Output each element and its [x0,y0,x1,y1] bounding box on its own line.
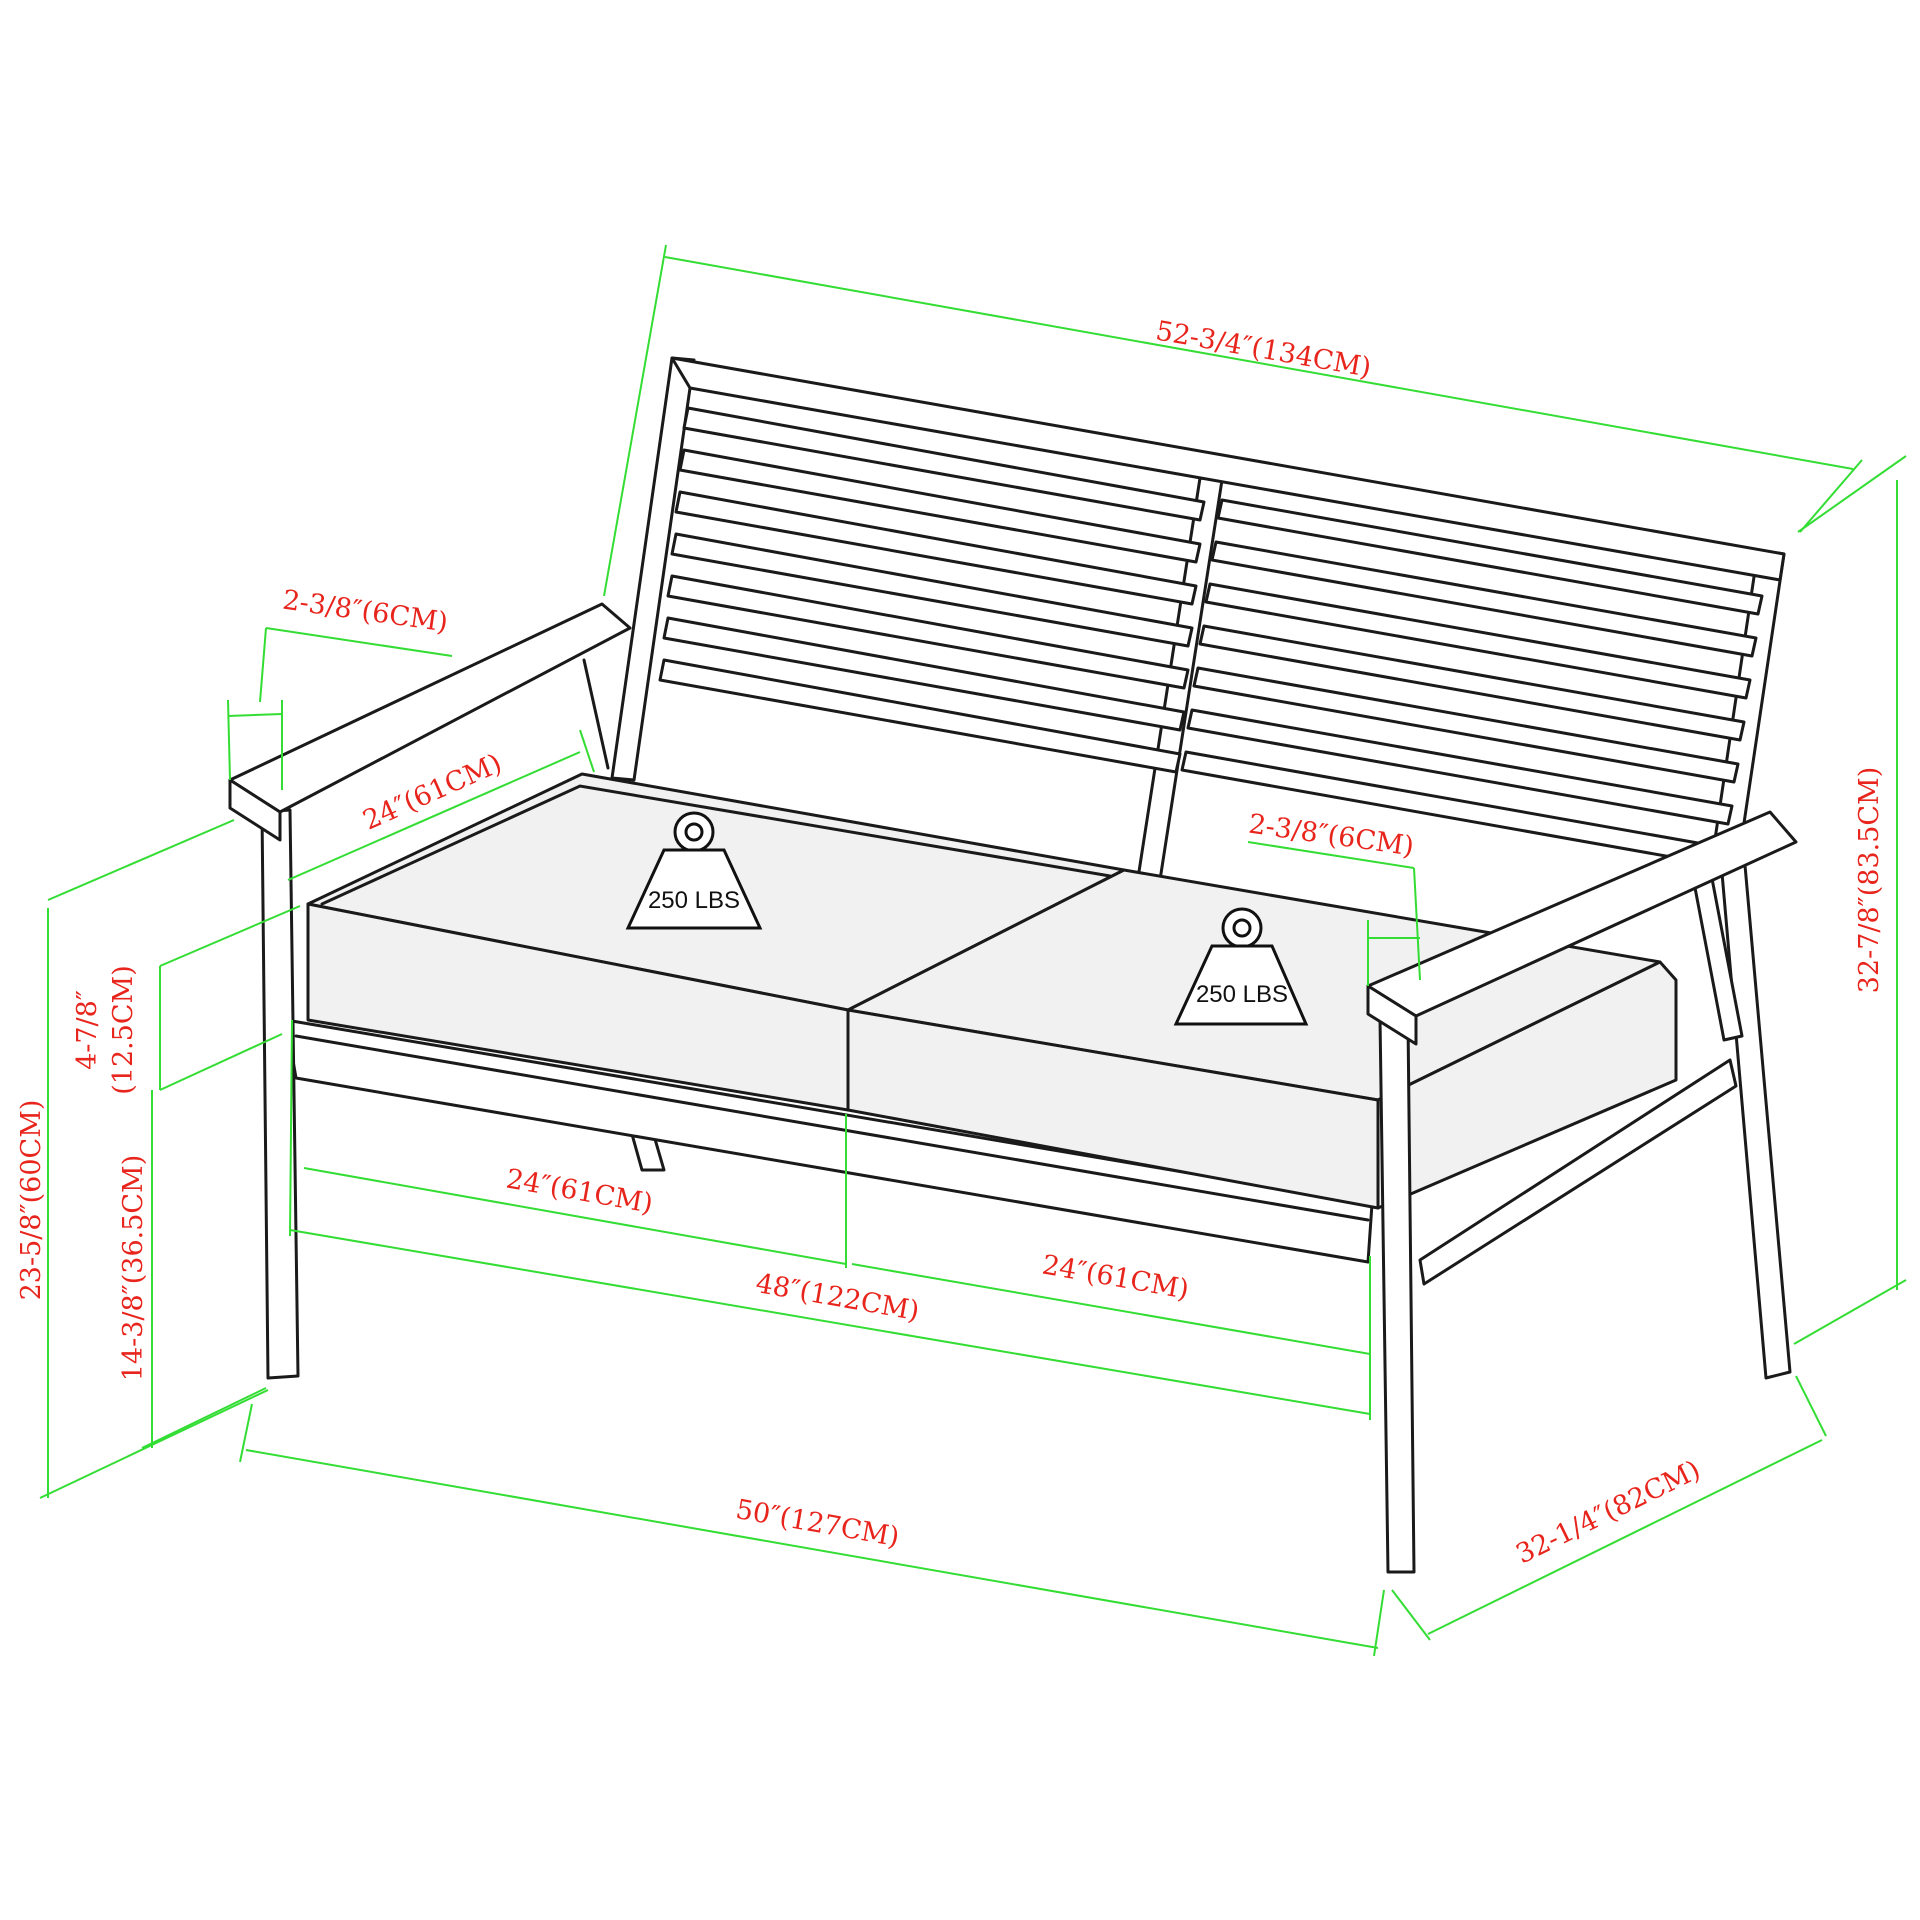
dim-seat-depth [287,751,581,881]
dim-back-width [664,256,1854,470]
left-arm-brace [582,658,610,770]
dim-seat-width-total [289,1229,1371,1415]
back-slats-right [1180,498,1764,868]
loveseat-drawing [228,356,1798,1574]
label-seat-width-right: 24″(61CM) [1040,1249,1191,1305]
right-side-stretcher [1418,1058,1738,1286]
dim-seat-width-right [851,1263,1371,1355]
weight-icon-right: 250 LBS [1173,907,1309,1026]
label-overall-width: 50″(127CM) [733,1494,901,1553]
front-right-leg [1378,1016,1416,1574]
label-arm-height: 23-5/8″(60CM) [16,1100,47,1301]
label-cushion-thickness-2: (12.5CM) [108,965,139,1095]
weight-label-left: 250 LBS [648,887,740,914]
weight-label-right: 250 LBS [1196,981,1288,1008]
seat-front-rail-inner [294,1034,1370,1222]
label-seat-width-total: 48″(122CM) [753,1268,921,1327]
back-left-post [610,356,696,782]
dim-overall-depth [1427,1439,1823,1635]
dim-arm-left [227,713,283,717]
weight-icon-left: 250 LBS [625,811,763,930]
label-arm-width-left: 2-3/8″(6CM) [281,585,450,639]
left-armrest-front [228,778,282,842]
label-total-height: 32-7/8″(83.5CM) [1854,767,1885,994]
dim-seat-width-left [303,1167,847,1265]
right-armrest-front [1366,984,1418,1046]
label-seat-width-left: 24″(61CM) [504,1163,655,1219]
back-top-rail [670,356,1786,582]
dimension-lines [39,244,1907,1657]
label-seat-height: 14-3/8″(36.5CM) [118,1155,149,1382]
dim-overall-width [245,1449,1379,1649]
label-cushion-thickness-1: 4-7/8″ [72,990,103,1070]
label-back-width: 52-3/4″(134CM) [1153,315,1373,383]
back-right-leg [1718,848,1792,1380]
front-left-leg [260,808,300,1380]
back-slats-left [658,406,1206,774]
